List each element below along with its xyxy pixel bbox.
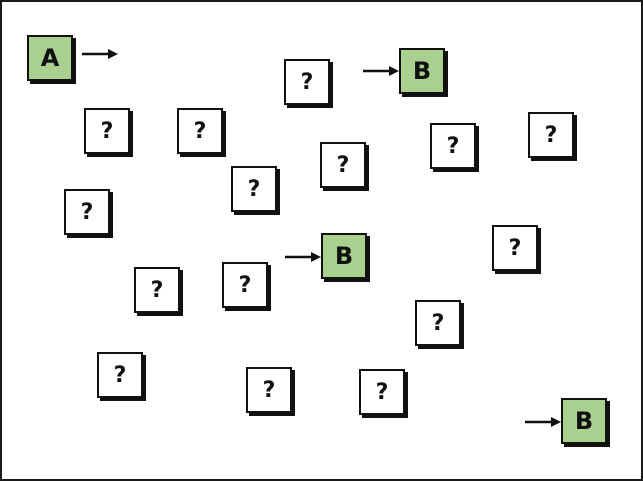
hidden-tile[interactable]: ? xyxy=(177,108,223,154)
hidden-tile[interactable]: ? xyxy=(64,189,110,235)
hidden-tile[interactable]: ? xyxy=(134,267,180,313)
hidden-tile[interactable]: ? xyxy=(231,166,277,212)
right-arrow-icon xyxy=(82,49,118,59)
hidden-tile[interactable]: ? xyxy=(430,123,476,169)
target-tile-b[interactable]: B xyxy=(399,48,445,94)
hidden-tile[interactable]: ? xyxy=(84,108,130,154)
right-arrow-icon xyxy=(363,66,399,76)
hidden-tile[interactable]: ? xyxy=(528,112,574,158)
hidden-tile[interactable]: ? xyxy=(222,262,268,308)
target-tile-b[interactable]: B xyxy=(561,398,607,444)
start-tile-a[interactable]: A xyxy=(27,35,73,81)
hidden-tile[interactable]: ? xyxy=(415,300,461,346)
hidden-tile[interactable]: ? xyxy=(97,352,143,398)
hidden-tile[interactable]: ? xyxy=(359,369,405,415)
hidden-tile[interactable]: ? xyxy=(246,367,292,413)
hidden-tile[interactable]: ? xyxy=(320,142,366,188)
right-arrow-icon xyxy=(525,417,561,427)
hidden-tile[interactable]: ? xyxy=(284,59,330,105)
hidden-tile[interactable]: ? xyxy=(492,225,538,271)
target-tile-b[interactable]: B xyxy=(321,233,367,279)
right-arrow-icon xyxy=(285,252,321,262)
